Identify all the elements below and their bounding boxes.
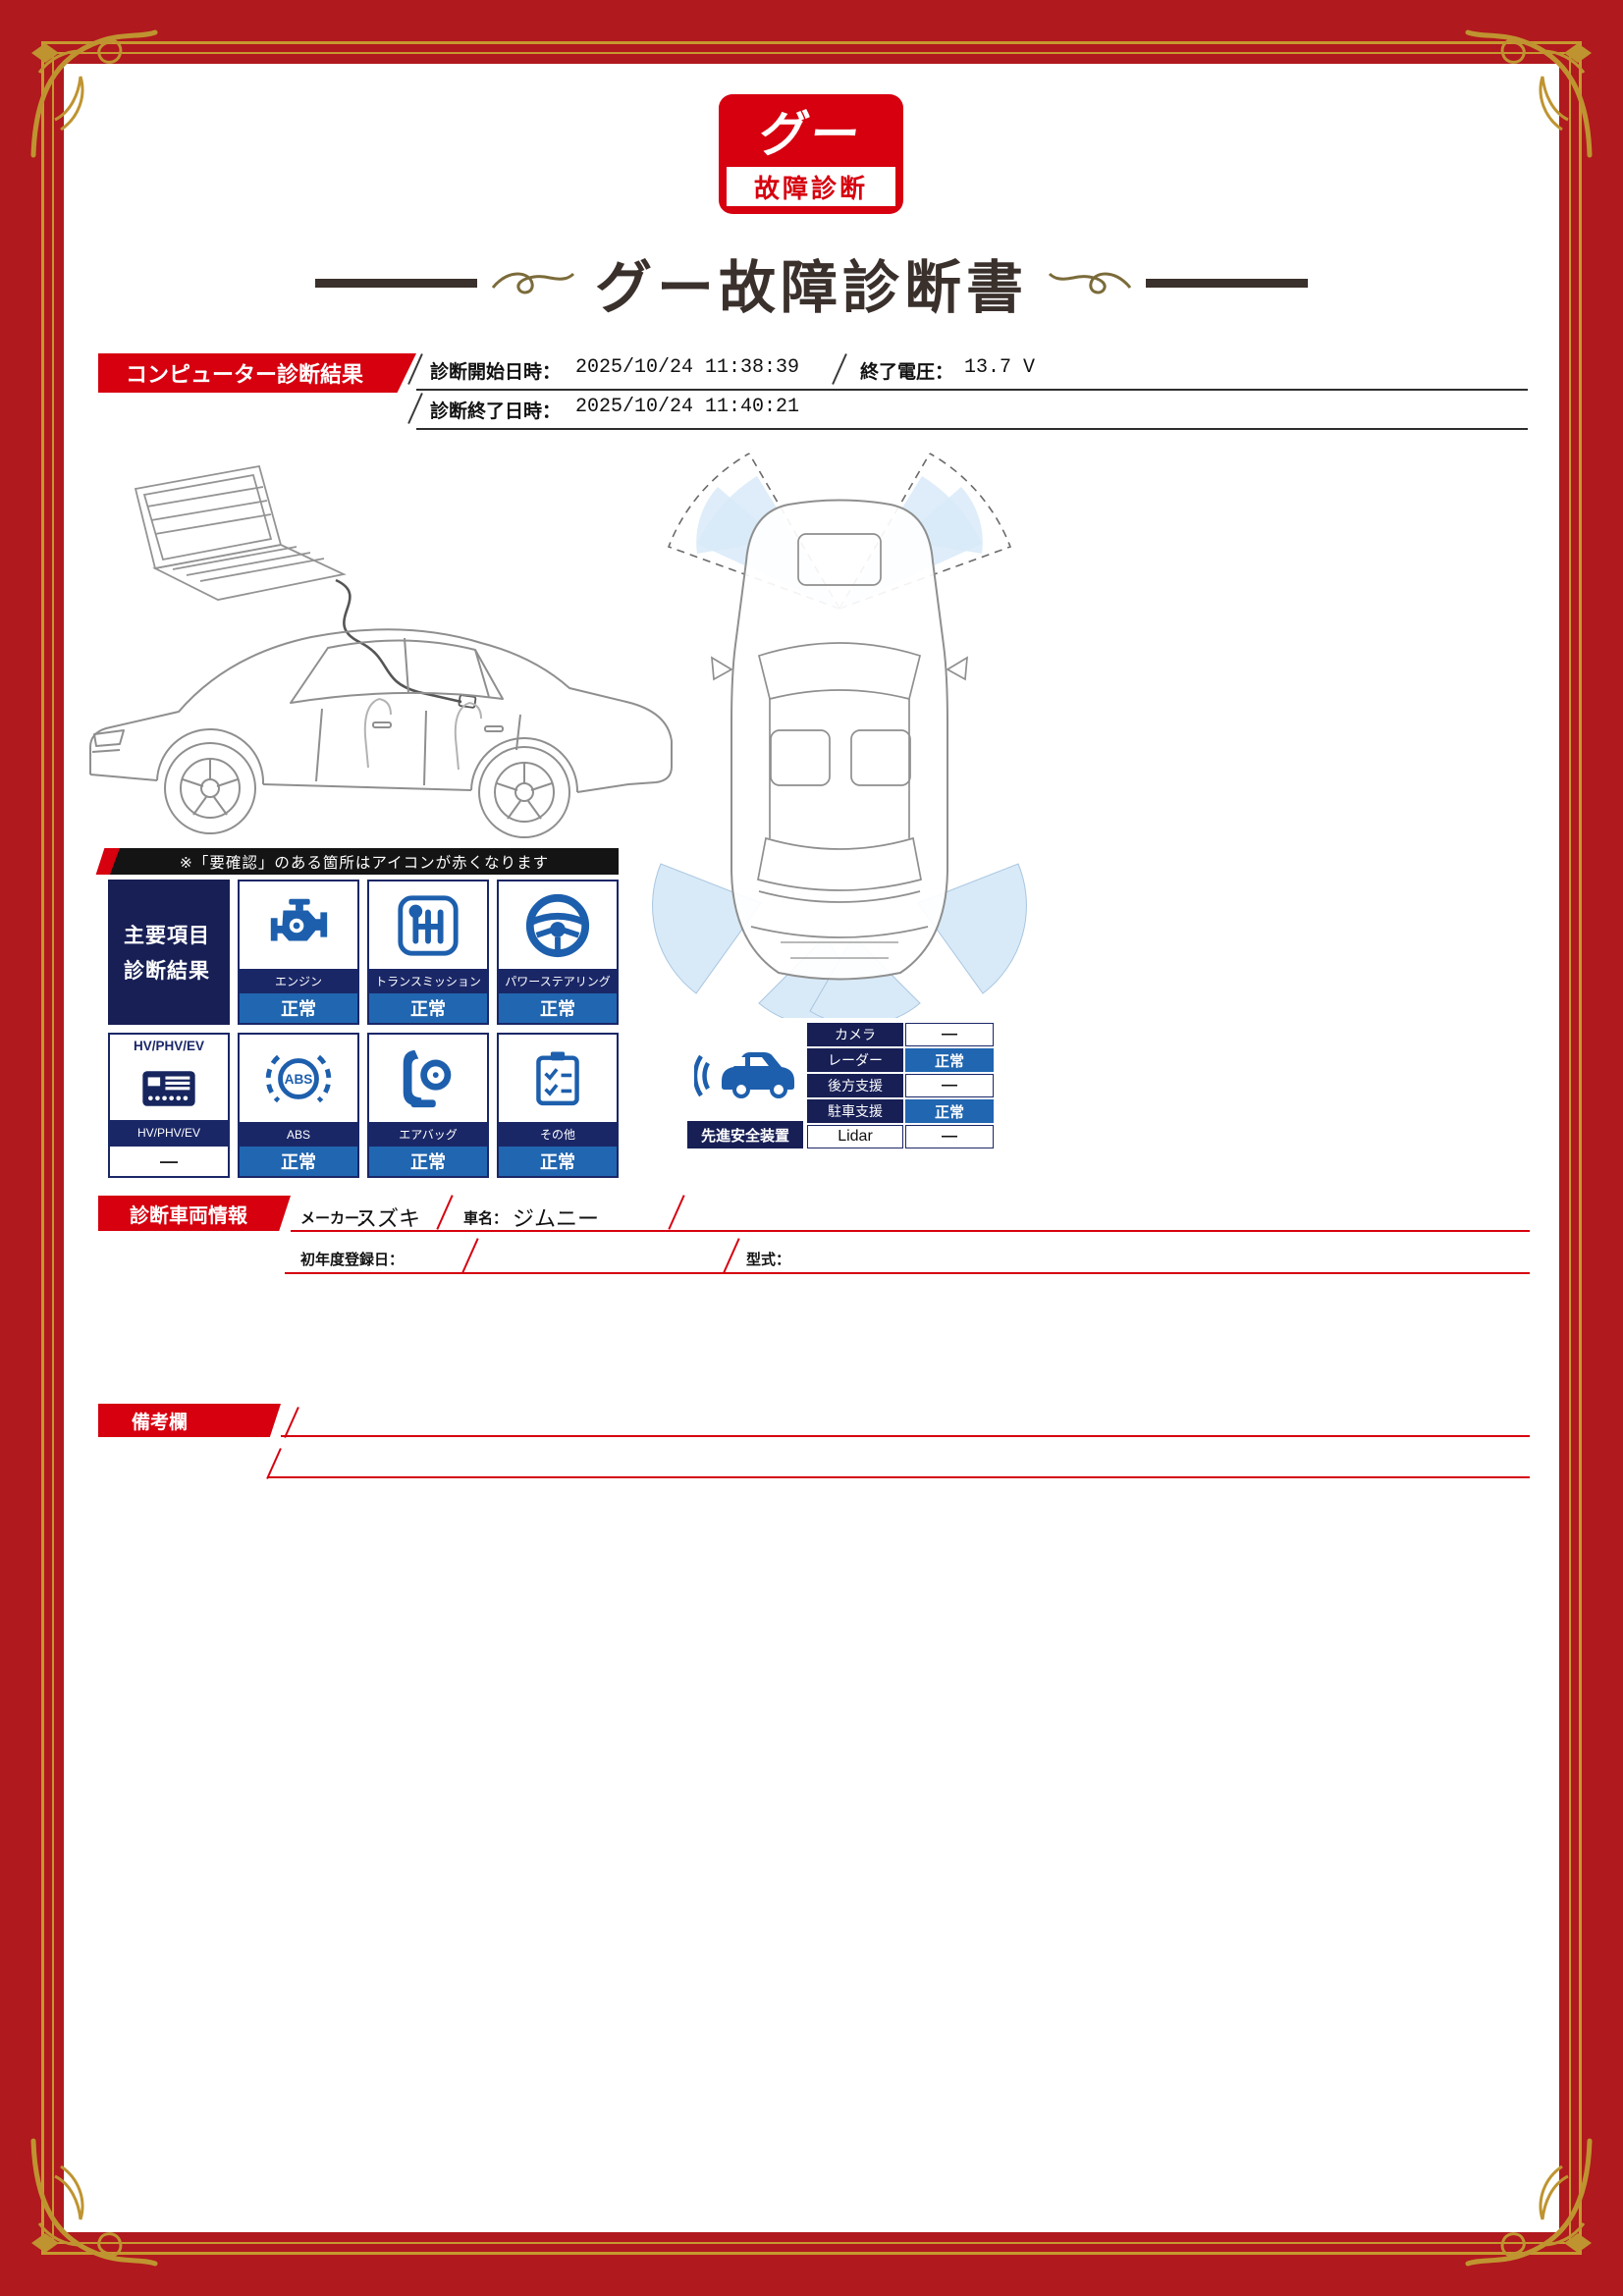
transmission-status: 正常	[369, 993, 487, 1023]
transmission-icon	[369, 881, 487, 969]
hv-phv-ev-cell: HV/PHV/EV HV/PHV/EV —	[108, 1033, 230, 1178]
model-code-label: 型式：	[746, 1252, 791, 1268]
power-steering-label: パワーステアリング	[499, 969, 617, 993]
table-row: Lidar —	[807, 1125, 994, 1148]
main-diagnosis-grid: 主要項目 診断結果 エンジン 正常	[108, 880, 619, 1178]
end-voltage-label: 終了電圧：	[860, 362, 954, 383]
title-rule-left	[314, 278, 477, 288]
engine-icon	[240, 881, 357, 969]
diagnosis-end-label: 診断終了日時：	[430, 401, 562, 422]
abs-cell: ABS ABS 正常	[238, 1033, 359, 1178]
lidar-value: —	[905, 1125, 994, 1148]
radar-value: 正常	[905, 1048, 994, 1072]
page-title: グー故障診断書	[594, 256, 1028, 320]
grid-header-line2: 診断結果	[124, 960, 210, 983]
logo-subtitle: 故障診断	[727, 167, 895, 206]
flourish-icon	[491, 272, 575, 294]
hv-status: —	[110, 1145, 228, 1176]
vehicle-row2-rule	[285, 1272, 1530, 1274]
steering-wheel-icon	[499, 881, 617, 969]
remarks-rule-2	[267, 1476, 1530, 1478]
table-row: カメラ —	[807, 1023, 994, 1046]
grid-header-line1: 主要項目	[124, 925, 210, 947]
advanced-safety-title: 先進安全装置	[687, 1121, 803, 1148]
radar-label: レーダー	[807, 1048, 903, 1072]
computer-diagnosis-banner: コンピューター診断結果	[98, 353, 416, 393]
transmission-label: トランスミッション	[369, 969, 487, 993]
corner-ornament-icon	[1465, 29, 1593, 158]
hv-label: HV/PHV/EV	[110, 1120, 228, 1145]
safety-car-icon	[687, 1025, 803, 1119]
camera-label: カメラ	[807, 1023, 903, 1046]
engine-status: 正常	[240, 993, 357, 1023]
table-row: 後方支援 —	[807, 1074, 994, 1097]
airbag-icon	[369, 1035, 487, 1122]
transmission-cell: トランスミッション 正常	[367, 880, 489, 1025]
advanced-safety-table: カメラ — レーダー 正常 後方支援 — 駐車支援 正常 Lidar —	[807, 1023, 994, 1148]
airbag-cell: エアバッグ 正常	[367, 1033, 489, 1178]
divider-slash	[832, 353, 847, 385]
diagnosis-end-row: 診断終了日時： 2025/10/24 11:40:21	[407, 389, 1528, 430]
diagnosis-end-value: 2025/10/24 11:40:21	[575, 396, 800, 418]
abs-label: ABS	[240, 1122, 357, 1147]
corner-ornament-icon	[30, 2138, 158, 2267]
red-icon-notice: ※「要確認」のある箇所はアイコンが赤くなります	[110, 848, 619, 875]
parking-support-value: 正常	[905, 1099, 994, 1123]
camera-value: —	[905, 1023, 994, 1046]
lidar-label: Lidar	[807, 1125, 903, 1148]
grid-header-cell: 主要項目 診断結果	[108, 880, 230, 1025]
hv-top-label: HV/PHV/EV	[133, 1038, 205, 1053]
other-status: 正常	[499, 1147, 617, 1176]
vehicle-row1-rule	[291, 1230, 1530, 1232]
abs-status: 正常	[240, 1147, 357, 1176]
maker-label: メーカー：	[300, 1210, 375, 1227]
other-label: その他	[499, 1122, 617, 1147]
diagnosis-start-label: 診断開始日時：	[430, 362, 562, 383]
title-rule-right	[1146, 278, 1308, 288]
remarks-rule-1	[281, 1435, 1530, 1437]
table-row: 駐車支援 正常	[807, 1099, 994, 1123]
parking-support-label: 駐車支援	[807, 1099, 903, 1123]
abs-icon-text: ABS	[285, 1071, 313, 1086]
power-steering-status: 正常	[499, 993, 617, 1023]
car-name-label: 車名：	[463, 1210, 509, 1227]
other-cell: その他 正常	[497, 1033, 619, 1178]
corner-ornament-icon	[1465, 2138, 1593, 2267]
top-view-car-sensors-illustration	[652, 453, 1027, 1018]
laptop-and-car-illustration	[89, 464, 673, 838]
flourish-icon	[1048, 272, 1132, 294]
gold-frame-outer	[41, 41, 1582, 2255]
airbag-status: 正常	[369, 1147, 487, 1176]
gold-frame-inner	[52, 52, 1571, 2244]
car-name-value: ジムニー	[513, 1206, 600, 1231]
power-steering-cell: パワーステアリング 正常	[497, 880, 619, 1025]
engine-label: エンジン	[240, 969, 357, 993]
corner-ornament-icon	[30, 29, 158, 158]
diagnosis-start-value: 2025/10/24 11:38:39	[575, 356, 800, 379]
engine-cell: エンジン 正常	[238, 880, 359, 1025]
logo-brand-text: グー	[755, 107, 866, 162]
hv-battery-icon	[110, 1056, 228, 1120]
rear-support-value: —	[905, 1074, 994, 1097]
registration-date-label: 初年度登録日：	[300, 1252, 405, 1268]
remarks-banner: 備考欄	[98, 1404, 281, 1437]
maker-value: スズキ	[355, 1206, 421, 1231]
vehicle-info-banner: 診断車両情報	[98, 1196, 291, 1231]
diagnosis-start-row: 診断開始日時： 2025/10/24 11:38:39 終了電圧： 13.7 V	[407, 349, 1528, 391]
goo-logo: グー 故障診断	[719, 94, 903, 214]
rear-support-label: 後方支援	[807, 1074, 903, 1097]
end-voltage-value: 13.7 V	[964, 356, 1036, 379]
table-row: レーダー 正常	[807, 1048, 994, 1072]
checklist-icon	[499, 1035, 617, 1122]
abs-icon: ABS	[240, 1035, 357, 1122]
report-title-row: グー故障診断書	[0, 243, 1623, 322]
airbag-label: エアバッグ	[369, 1122, 487, 1147]
